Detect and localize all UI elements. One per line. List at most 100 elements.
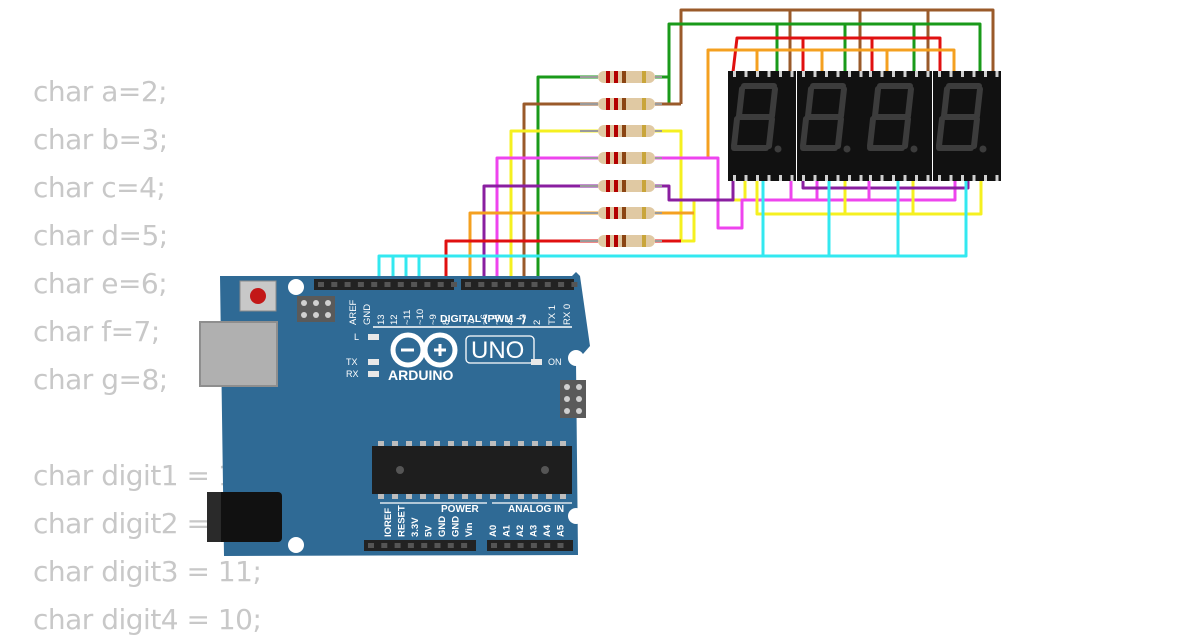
chip-pin: [532, 441, 538, 446]
icsp-header: [297, 296, 335, 322]
icsp-pin: [313, 312, 319, 318]
resistor: [580, 207, 662, 219]
display-pin: [825, 175, 828, 181]
analog-label: ANALOG IN: [508, 504, 564, 515]
wire: [655, 181, 735, 202]
icsp-pin: [301, 312, 307, 318]
display-pin: [756, 175, 759, 181]
header-socket: [491, 282, 498, 287]
display-pin: [813, 71, 817, 77]
header-block: [364, 540, 476, 551]
display-digit: [797, 71, 865, 181]
icsp-pin: [564, 396, 570, 402]
code-line: char e=6;: [33, 267, 168, 300]
display-pin: [733, 71, 736, 77]
chip-pin: [462, 494, 468, 499]
pin-label: ~3: [518, 314, 529, 325]
seven-segment-display: [728, 71, 1001, 181]
display-pin: [790, 71, 794, 77]
display-pin: [767, 71, 771, 77]
pin-label: A3: [529, 525, 540, 537]
header-socket: [465, 282, 471, 287]
display-pin: [790, 175, 794, 181]
display-digit: [728, 71, 796, 181]
display-pin: [984, 175, 987, 181]
header-socket: [368, 543, 374, 548]
wire: [377, 181, 968, 284]
wire: [667, 22, 982, 104]
header-socket: [424, 282, 431, 287]
header-socket: [357, 282, 364, 287]
code-line: char g=8;: [33, 363, 168, 396]
pin-label: A2: [515, 525, 526, 537]
chip-pin: [448, 494, 454, 499]
segment: [805, 86, 814, 119]
pin-label: A1: [502, 524, 513, 537]
chip-pin: [378, 441, 384, 446]
header-socket: [558, 282, 565, 287]
header-socket: [530, 543, 537, 548]
header-socket: [421, 543, 428, 548]
header-socket: [371, 282, 378, 287]
usb-port: [199, 321, 278, 387]
segment: [838, 86, 847, 119]
header-socket: [461, 543, 468, 548]
header-block: [487, 540, 573, 551]
display-pin: [949, 175, 953, 181]
header-socket: [571, 282, 578, 287]
pin-label: TX 1: [547, 305, 558, 325]
chip-pin: [378, 494, 384, 499]
chip-pin: [504, 441, 510, 446]
icsp-block: [297, 296, 335, 322]
header-socket: [451, 282, 457, 287]
led-on: [531, 359, 542, 365]
display-pin: [880, 175, 884, 181]
pin-label: ~11: [402, 310, 413, 325]
header-socket: [447, 543, 454, 548]
display-pin: [869, 175, 872, 181]
mounting-hole: [288, 537, 304, 553]
mounting-hole: [288, 279, 304, 295]
header-socket: [518, 282, 525, 287]
display-pin: [926, 71, 930, 77]
display-pin: [836, 71, 840, 77]
analog-header: [487, 540, 573, 551]
display-pin: [859, 71, 863, 77]
display-pin: [961, 71, 964, 77]
wire: [706, 48, 956, 158]
pin-label: 12: [389, 314, 400, 325]
display-pin: [802, 71, 805, 77]
chip-dot: [541, 466, 549, 474]
icsp-pin: [564, 384, 570, 390]
pin-label: GND: [451, 516, 462, 537]
header-socket: [397, 282, 404, 287]
display-pin: [779, 71, 782, 77]
pin-label: 4: [505, 320, 516, 325]
pin-label: ~10: [415, 309, 426, 325]
chip-pin: [434, 494, 440, 499]
header-socket: [434, 543, 441, 548]
pin-label: A4: [542, 524, 553, 537]
icsp-pin: [576, 384, 582, 390]
pin-label: Vin: [464, 522, 475, 537]
resistor: [580, 180, 662, 192]
chip-pin: [518, 441, 524, 446]
chip-pin: [490, 494, 496, 499]
wire: [509, 129, 598, 284]
header-socket: [544, 282, 551, 287]
pin-label: ~9: [428, 314, 439, 325]
icsp-pin: [576, 396, 582, 402]
segment: [872, 86, 881, 119]
resistors: [580, 71, 662, 247]
segment: [941, 86, 950, 119]
pin-label: A5: [556, 524, 567, 537]
led-on-label: ON: [548, 357, 562, 367]
display-pin: [903, 71, 907, 77]
display-pin: [961, 175, 964, 181]
icsp-pin: [576, 408, 582, 414]
pin-label: 3.3V: [410, 517, 421, 537]
mounting-hole: [568, 350, 584, 366]
chip-pin: [504, 494, 510, 499]
arduino-logo: [390, 332, 458, 368]
reset-button-cap[interactable]: [250, 288, 266, 304]
